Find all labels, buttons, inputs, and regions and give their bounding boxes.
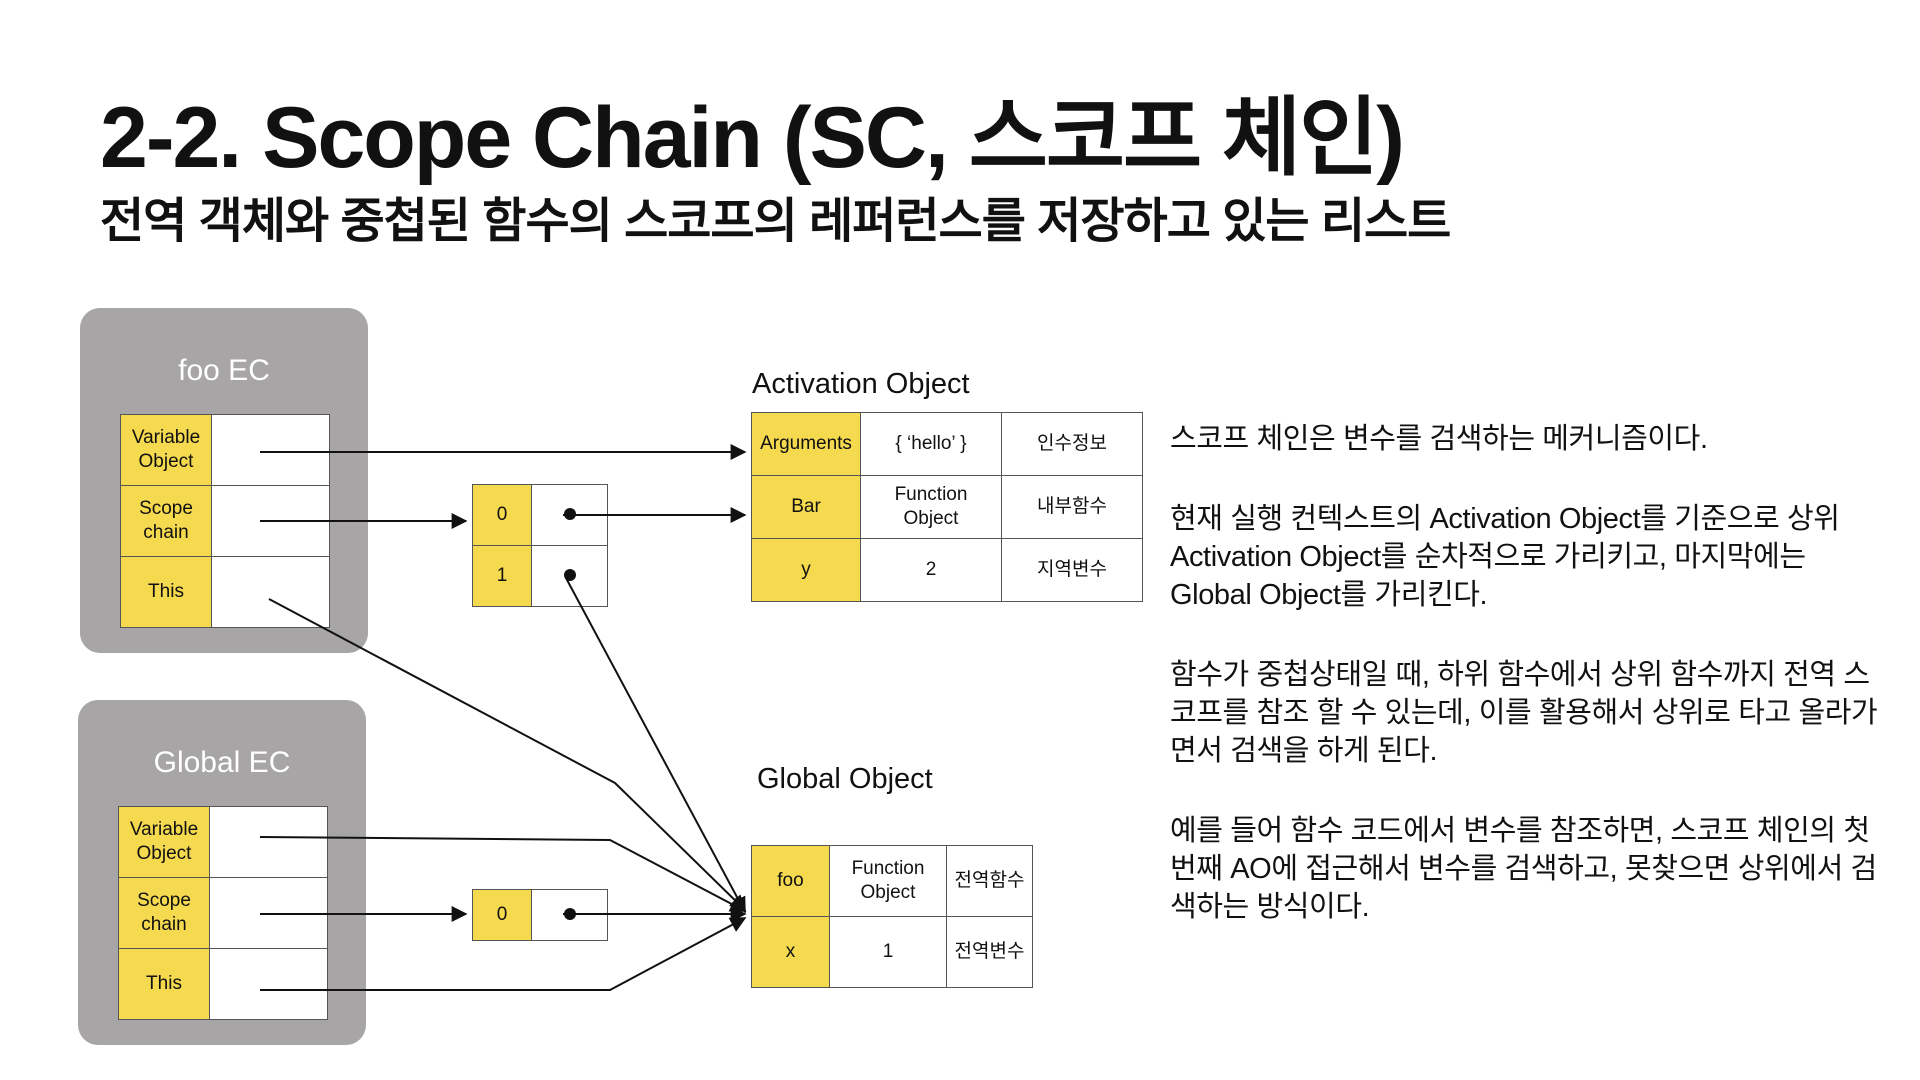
global-ec-table: Variable Object Scope chain This: [118, 806, 328, 1020]
go-x-desc: 전역변수: [946, 916, 1033, 988]
global-object-label: Global Object: [757, 763, 933, 795]
foo-ec-row-this: This: [120, 556, 330, 628]
foo-scope-chain-pointer-0: [531, 484, 608, 546]
description-paragraph-3: 함수가 중첩상태일 때, 하위 함수에서 상위 함수까지 전역 스코프를 참조 …: [1170, 659, 1878, 767]
ao-arguments-desc: 인수정보: [1001, 412, 1143, 476]
foo-ec-row-scope-chain: Scope chain: [120, 485, 330, 557]
description-paragraph-2: 현재 실행 컨텍스트의 Activation Object를 기준으로 상위 A…: [1170, 503, 1840, 611]
global-scope-chain-item-0: 0: [472, 889, 608, 941]
arrow-sc1-to-go: [565, 577, 746, 914]
global-ec-variable-object-label: Variable Object: [118, 806, 210, 878]
description-paragraph-4: 예를 들어 함수 코드에서 변수를 참조하면, 스코프 체인의 첫번째 AO에 …: [1170, 815, 1877, 923]
pointer-dot-icon: [563, 569, 576, 582]
ao-bar-value: Function Object: [860, 475, 1002, 539]
foo-ec-row-variable-object: Variable Object: [120, 414, 330, 486]
ao-y-value: 2: [860, 538, 1002, 602]
foo-scope-chain-item-1: 1: [472, 545, 608, 607]
foo-scope-chain-index-1: 1: [472, 545, 532, 607]
foo-scope-chain-list: 0 1: [472, 484, 608, 607]
foo-ec-title: foo EC: [178, 354, 270, 387]
global-ec-box: Global EC Variable Object Scope chain Th…: [78, 700, 366, 1045]
go-x-key: x: [751, 916, 830, 988]
go-foo-value: Function Object: [829, 845, 947, 917]
go-foo-key: foo: [751, 845, 830, 917]
global-ec-this-value: [209, 948, 328, 1020]
global-scope-chain-pointer-0: [531, 889, 608, 941]
activation-object-row-bar: Bar Function Object 내부함수: [751, 475, 1143, 539]
foo-ec-scope-chain-label: Scope chain: [120, 485, 212, 557]
page-title: 2-2. Scope Chain (SC, 스코프 체인): [100, 90, 1405, 186]
global-scope-chain-list: 0: [472, 889, 608, 941]
foo-ec-variable-object-value: [211, 414, 330, 486]
ao-bar-desc: 내부함수: [1001, 475, 1143, 539]
global-ec-title: Global EC: [153, 746, 291, 779]
activation-object-label: Activation Object: [752, 368, 970, 400]
ao-y-key: y: [751, 538, 861, 602]
global-object-row-foo: foo Function Object 전역함수: [751, 845, 1033, 917]
foo-ec-this-label: This: [120, 556, 212, 628]
global-object-row-x: x 1 전역변수: [751, 916, 1033, 988]
foo-ec-this-value: [211, 556, 330, 628]
foo-ec-variable-object-label: Variable Object: [120, 414, 212, 486]
global-scope-chain-index-0: 0: [472, 889, 532, 941]
foo-ec-box: foo EC Variable Object Scope chain This: [80, 308, 368, 653]
foo-scope-chain-pointer-1: [531, 545, 608, 607]
ao-bar-key: Bar: [751, 475, 861, 539]
pointer-dot-icon: [563, 908, 576, 921]
global-ec-scope-chain-label: Scope chain: [118, 877, 210, 949]
global-ec-row-scope-chain: Scope chain: [118, 877, 328, 949]
global-ec-row-variable-object: Variable Object: [118, 806, 328, 878]
go-foo-desc: 전역함수: [946, 845, 1033, 917]
global-ec-scope-chain-value: [209, 877, 328, 949]
foo-ec-scope-chain-value: [211, 485, 330, 557]
ao-y-desc: 지역변수: [1001, 538, 1143, 602]
ao-arguments-key: Arguments: [751, 412, 861, 476]
activation-object-row-arguments: Arguments { ‘hello’ } 인수정보: [751, 412, 1143, 476]
activation-object-row-y: y 2 지역변수: [751, 538, 1143, 602]
global-ec-variable-object-value: [209, 806, 328, 878]
description-paragraph-1: 스코프 체인은 변수를 검색하는 메커니즘이다.: [1170, 423, 1708, 455]
pointer-dot-icon: [563, 508, 576, 521]
ao-arguments-value: { ‘hello’ }: [860, 412, 1002, 476]
foo-scope-chain-index-0: 0: [472, 484, 532, 546]
go-x-value: 1: [829, 916, 947, 988]
foo-scope-chain-item-0: 0: [472, 484, 608, 546]
foo-ec-table: Variable Object Scope chain This: [120, 414, 330, 628]
global-ec-this-label: This: [118, 948, 210, 1020]
global-ec-row-this: This: [118, 948, 328, 1020]
global-object-table: foo Function Object 전역함수 x 1 전역변수: [751, 845, 1033, 988]
page-subtitle: 전역 객체와 중첩된 함수의 스코프의 레퍼런스를 저장하고 있는 리스트: [100, 195, 1451, 248]
activation-object-table: Arguments { ‘hello’ } 인수정보 Bar Function …: [751, 412, 1143, 602]
